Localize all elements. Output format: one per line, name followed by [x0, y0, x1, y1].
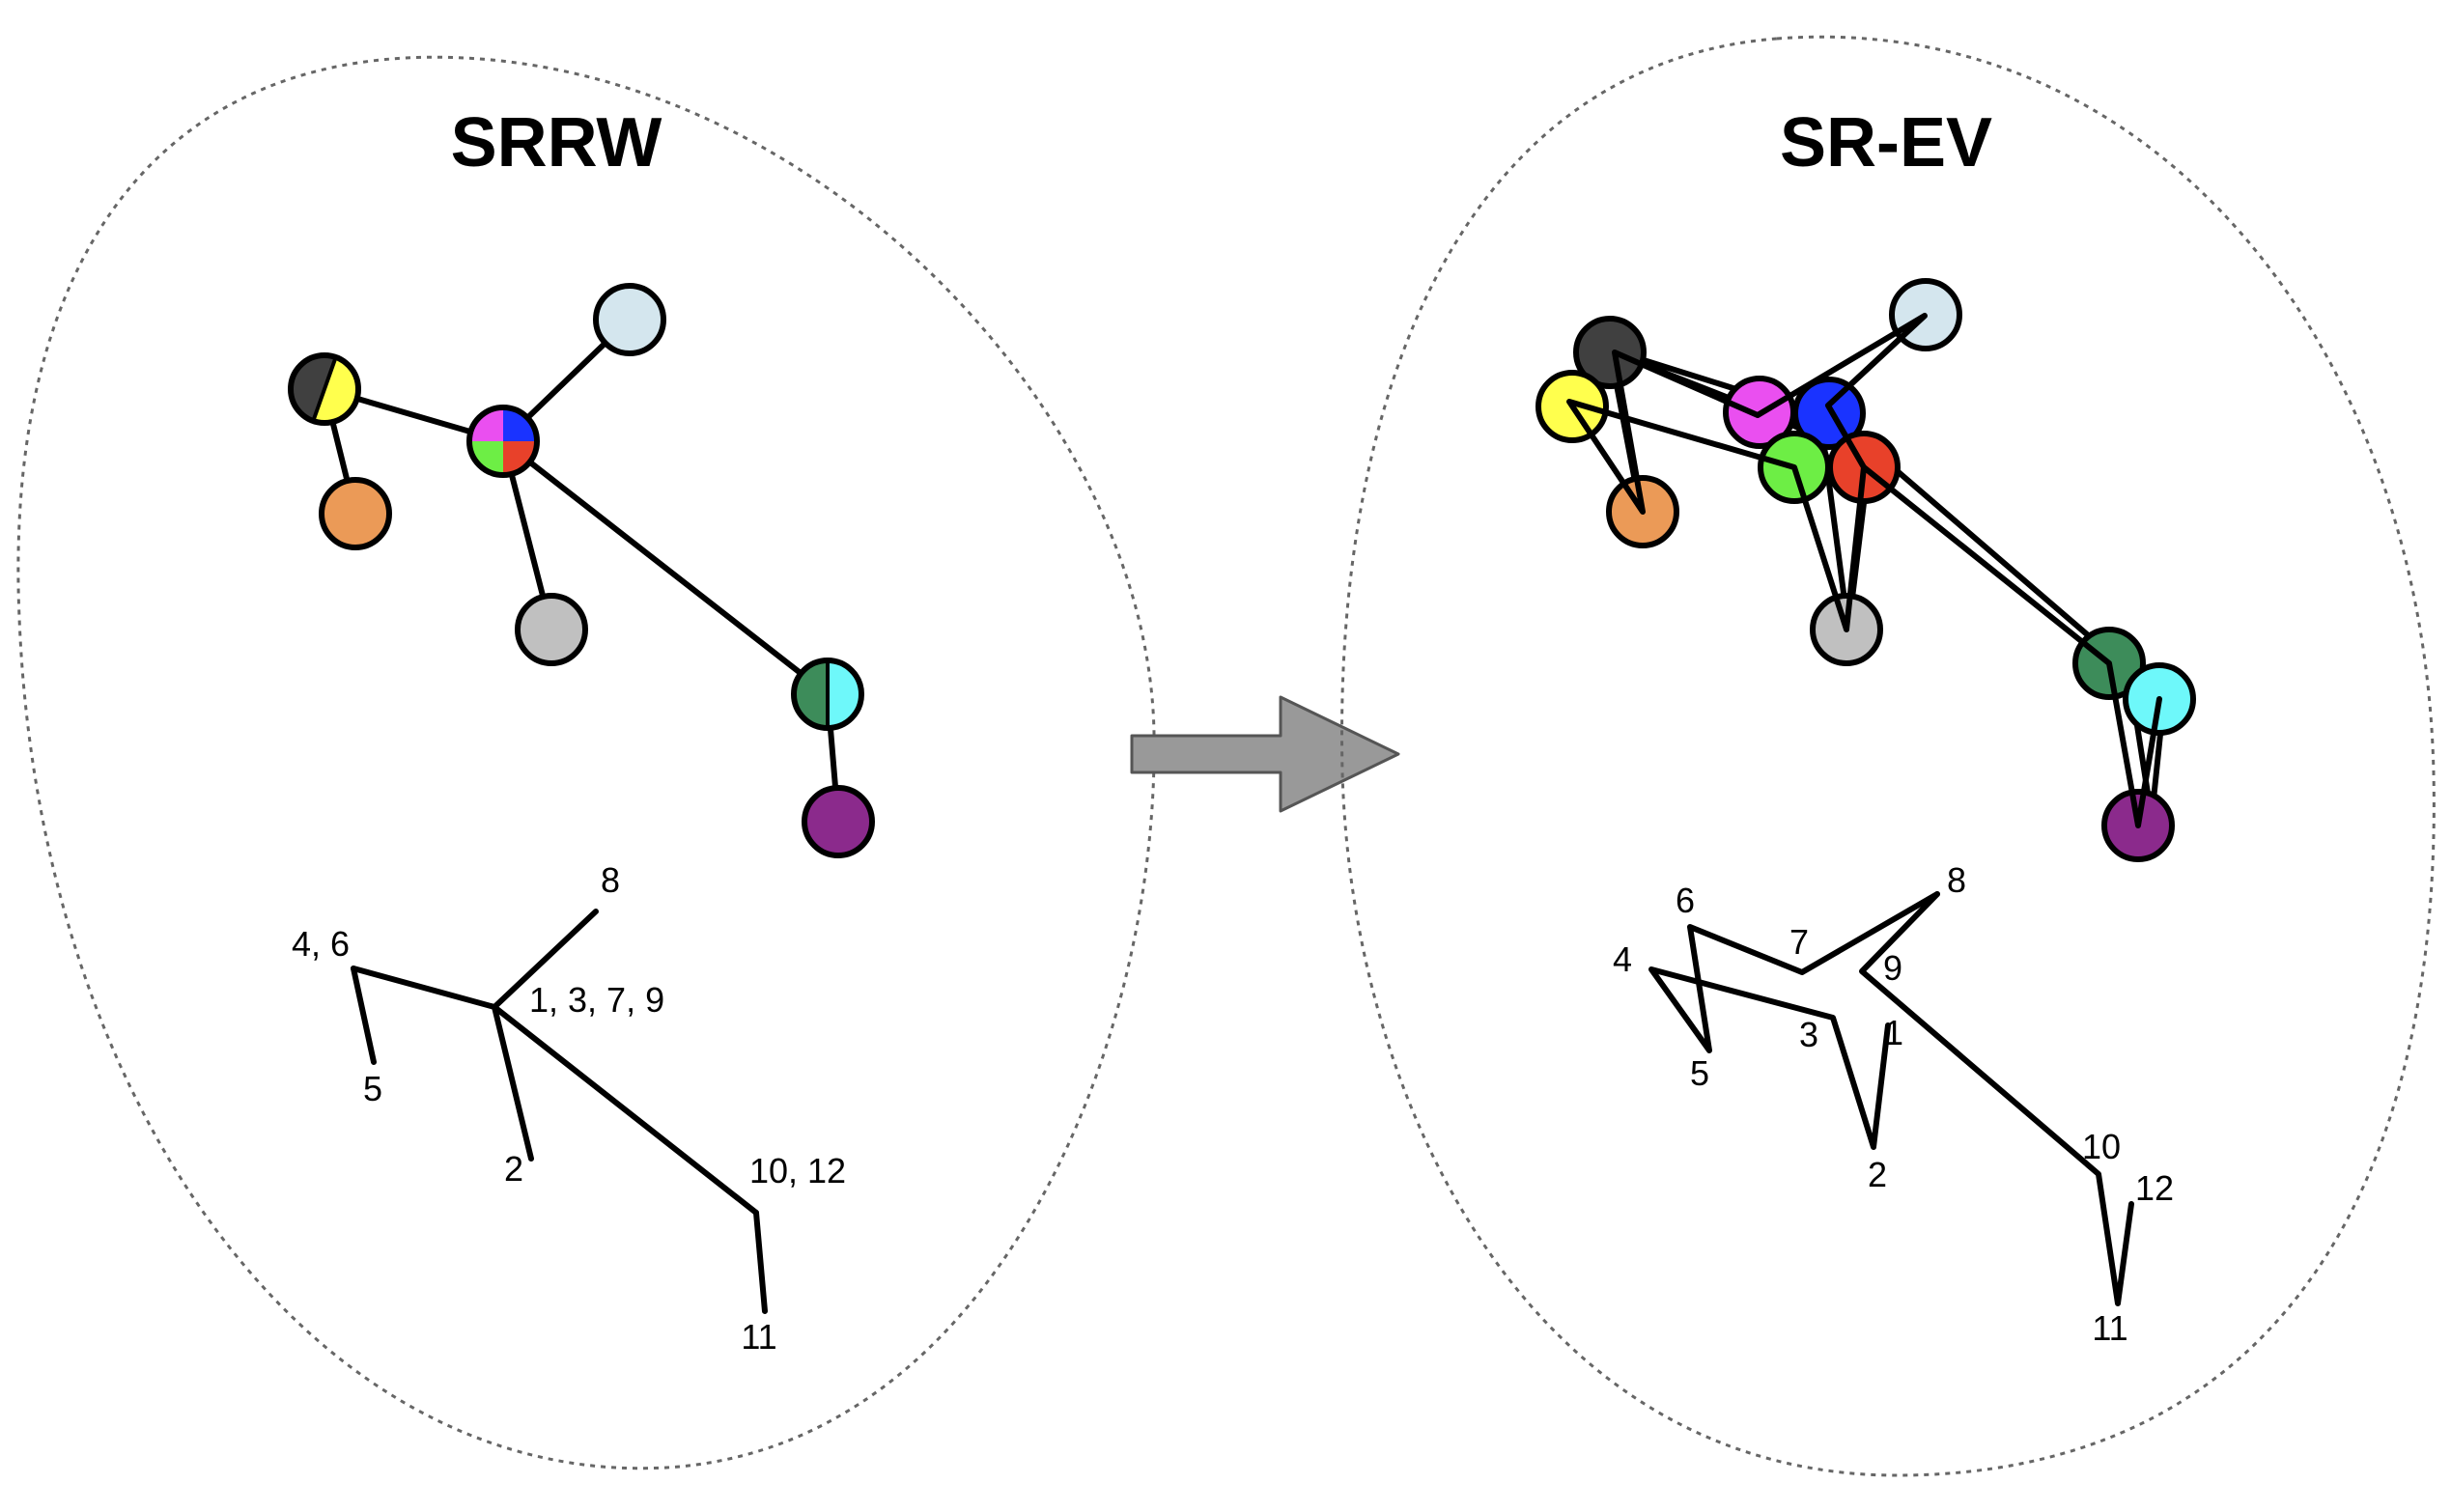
srev-label-11: 11 [2092, 1308, 2127, 1348]
srrw-label-10-12: 10, 12 [749, 1151, 846, 1190]
node-hub-four-colour [466, 405, 540, 478]
srev-panel: SR-EV 8 6 7 9 [1340, 35, 2436, 1477]
srrw-path-diagram [351, 909, 768, 1314]
srev-boundary [1340, 35, 2436, 1477]
srrw-graph-edges [322, 317, 841, 825]
srev-path-diagram [1648, 891, 2134, 1306]
srrw-label-2: 2 [504, 1149, 523, 1189]
srev-label-1: 1 [1884, 1013, 1903, 1052]
edge-hub-greencyan [500, 438, 831, 697]
srev-path-labels: 8 6 7 9 4 3 1 5 2 10 12 11 [1613, 860, 2174, 1348]
srev-label-10: 10 [2082, 1127, 2121, 1166]
node-darkgray-yellow [288, 352, 361, 426]
node-darkgreen-cyan [791, 658, 864, 731]
srev-label-8: 8 [1947, 860, 1966, 900]
srrw-graph-nodes [288, 283, 875, 858]
srev-label-9: 9 [1883, 948, 1902, 988]
srrw-label-1-3-7-9: 1, 3, 7, 9 [529, 980, 664, 1020]
srev-walk-tail [1861, 464, 2162, 828]
srev-title: SR-EV [1780, 104, 1992, 182]
srev-walk-path [1607, 313, 2167, 821]
node-blue [1792, 377, 1866, 450]
srrw-label-5: 5 [363, 1069, 382, 1108]
srev-label-12: 12 [2135, 1168, 2174, 1208]
srrw-label-11: 11 [741, 1317, 776, 1357]
srev-label-4: 4 [1613, 939, 1632, 979]
srev-walk-overlay [1566, 313, 1928, 632]
srrw-boundary [16, 55, 1156, 1470]
srev-label-5: 5 [1690, 1053, 1709, 1093]
node-gray [515, 593, 588, 666]
node-lightblue [593, 283, 666, 356]
node-darkgray [1573, 316, 1647, 389]
srrw-label-4-6: 4, 6 [292, 924, 350, 964]
srrw-panel: SRRW [16, 55, 1156, 1470]
transform-arrow [1130, 695, 1400, 813]
srev-label-2: 2 [1868, 1155, 1887, 1194]
srrw-path-labels: 8 4, 6 1, 3, 7, 9 5 2 10, 12 11 [292, 860, 846, 1357]
srrw-title: SRRW [451, 104, 662, 182]
srrw-label-8: 8 [601, 860, 620, 900]
srev-label-7: 7 [1789, 922, 1809, 962]
srev-label-3: 3 [1799, 1015, 1818, 1054]
srev-label-6: 6 [1676, 881, 1695, 920]
node-purple [802, 785, 875, 858]
node-orange [319, 477, 392, 550]
